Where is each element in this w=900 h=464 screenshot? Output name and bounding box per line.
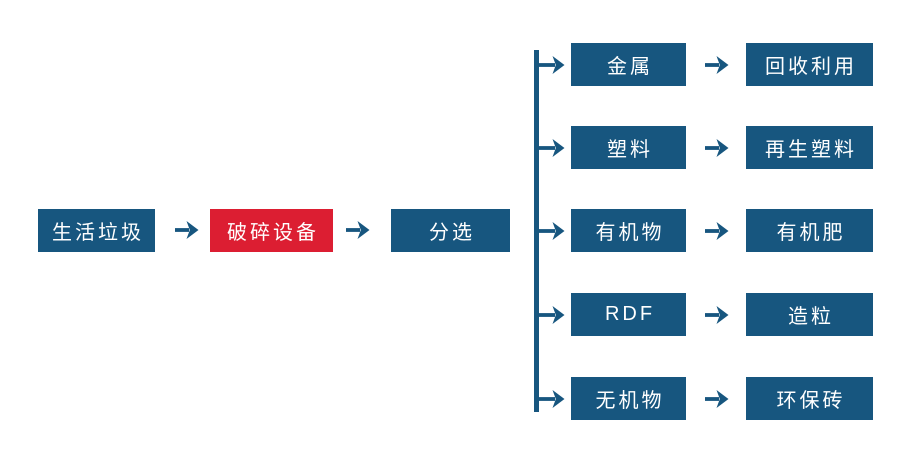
material-box: 塑料 <box>571 126 686 169</box>
source-box: 生活垃圾 <box>38 209 155 252</box>
branch-connector-line <box>534 50 539 412</box>
material-box: 金属 <box>571 43 686 86</box>
sorter-box: 分选 <box>391 209 510 252</box>
arrow-right-icon <box>537 306 565 324</box>
material-box: 无机物 <box>571 377 686 420</box>
arrow-right-icon <box>705 390 729 408</box>
result-box: 回收利用 <box>746 43 873 86</box>
arrow-right-icon <box>705 306 729 324</box>
result-box: 有机肥 <box>746 209 873 252</box>
arrow-right-icon <box>705 56 729 74</box>
arrow-right-icon <box>537 56 565 74</box>
result-box: 环保砖 <box>746 377 873 420</box>
result-box: 再生塑料 <box>746 126 873 169</box>
arrow-right-icon <box>537 222 565 240</box>
arrow-right-icon <box>175 221 199 239</box>
arrow-right-icon <box>346 221 370 239</box>
arrow-right-icon <box>537 139 565 157</box>
arrow-right-icon <box>705 222 729 240</box>
material-box: RDF <box>571 293 686 336</box>
arrow-right-icon <box>537 390 565 408</box>
result-box: 造粒 <box>746 293 873 336</box>
process-box: 破碎设备 <box>210 209 333 252</box>
arrow-right-icon <box>705 139 729 157</box>
material-box: 有机物 <box>571 209 686 252</box>
